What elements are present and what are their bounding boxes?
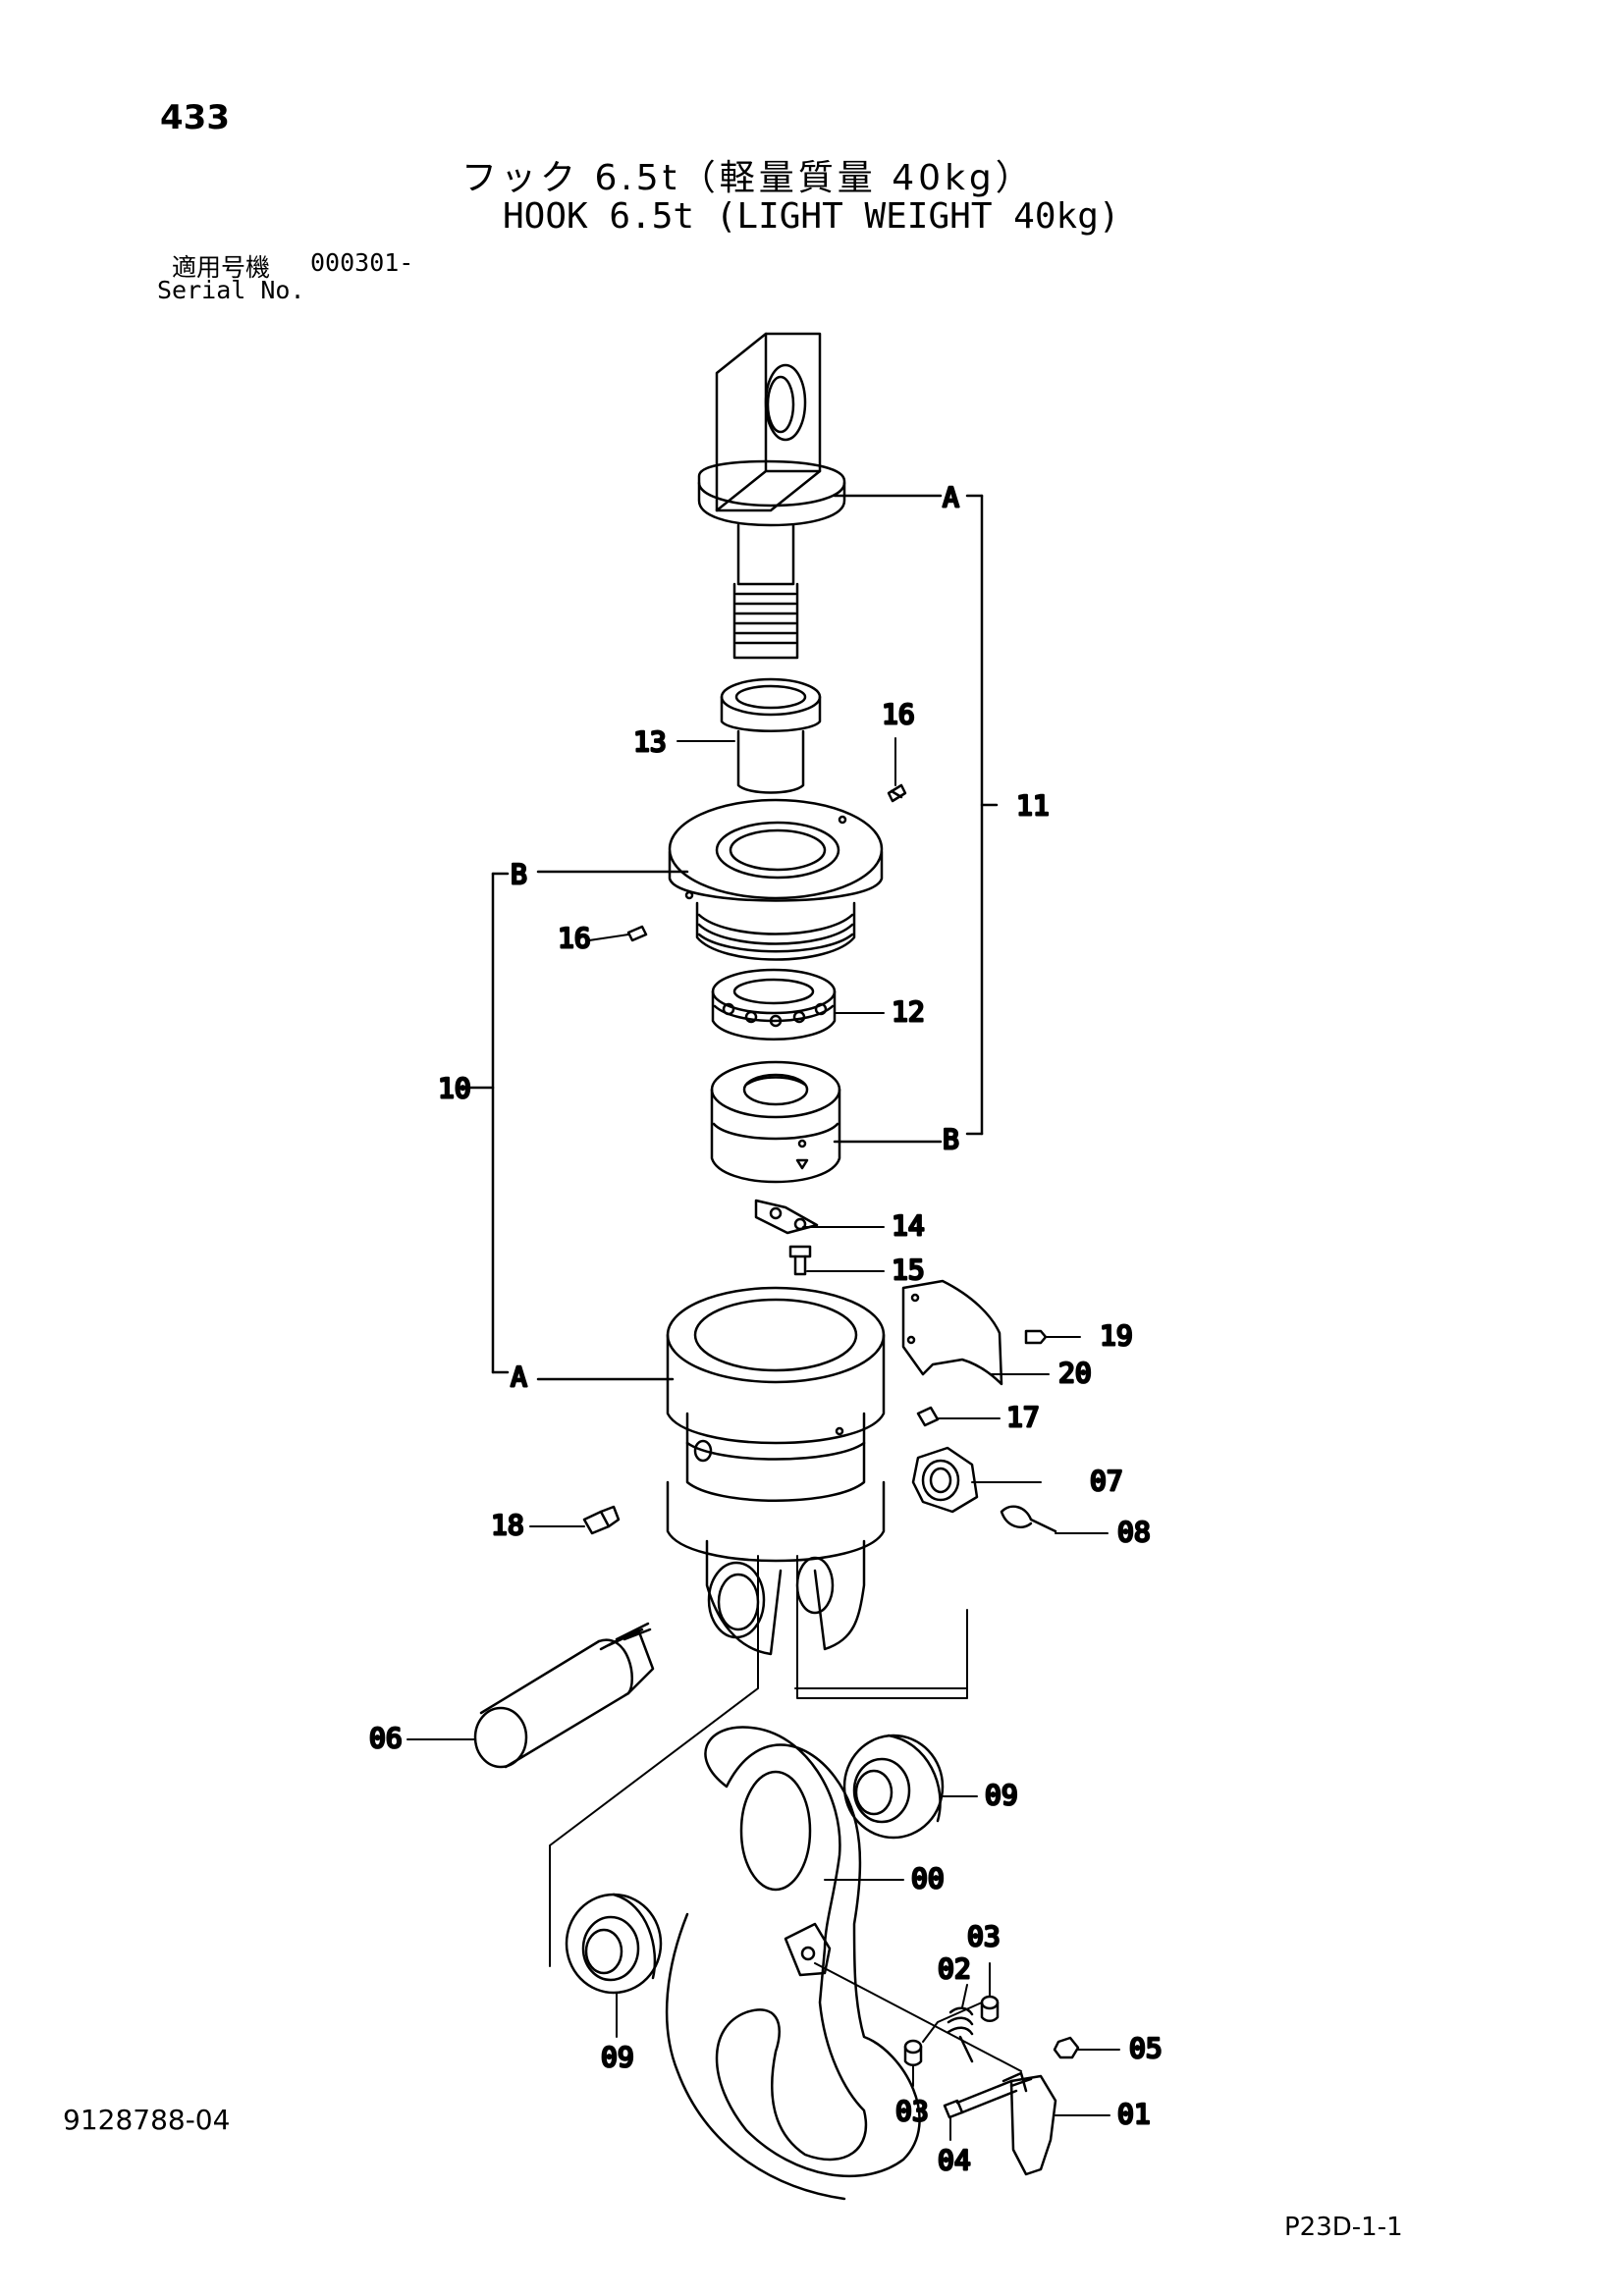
callout-17: 17 xyxy=(1006,1401,1040,1433)
callout-03-lower: 03 xyxy=(895,2095,929,2127)
callout-15: 15 xyxy=(892,1254,925,1286)
part-06-pin xyxy=(473,1622,655,1769)
part-17-plug xyxy=(916,1406,940,1427)
marker-a-top: A xyxy=(943,481,959,513)
callout-19: 19 xyxy=(1100,1319,1133,1352)
bracket-10-lines xyxy=(464,870,689,1381)
callout-09-left: 09 xyxy=(601,2041,634,2073)
callout-01: 01 xyxy=(1117,2098,1151,2130)
callout-03-upper: 03 xyxy=(967,1920,1001,1952)
nut-body xyxy=(710,1060,841,1184)
part-14-lock-plate xyxy=(754,1199,819,1235)
marker-b-top: B xyxy=(511,858,527,890)
part-05-nut xyxy=(1053,2036,1080,2059)
callout-06: 06 xyxy=(369,1722,403,1754)
part-03-bushing-lower xyxy=(903,2039,923,2066)
callout-13: 13 xyxy=(633,725,667,758)
callout-10: 10 xyxy=(438,1072,471,1104)
title-japanese: フック 6.5t（軽量質量 40kg） xyxy=(461,158,1035,198)
part-00-hook xyxy=(665,1726,921,2201)
part-16-set-screw-lower xyxy=(626,925,648,942)
callout-16-upper: 16 xyxy=(882,698,915,730)
serial-label-english: Serial No. xyxy=(157,276,305,304)
latch-guide-lines xyxy=(814,1962,1022,2072)
callout-18: 18 xyxy=(491,1509,524,1541)
callout-00: 00 xyxy=(911,1862,945,1895)
exploded-guide-lines xyxy=(549,1555,968,1967)
part-03-bushing-upper xyxy=(980,1995,1000,2022)
drawing-number: 9128788-04 xyxy=(63,2104,231,2136)
callout-07: 07 xyxy=(1090,1465,1123,1497)
title-english: HOOK 6.5t (LIGHT WEIGHT 40kg) xyxy=(503,196,1120,237)
callout-16-lower: 16 xyxy=(558,922,591,954)
callout-02: 02 xyxy=(938,1952,971,1985)
bracket-11-lines xyxy=(833,494,999,1144)
marker-b-bottom: B xyxy=(943,1123,959,1155)
serial-label-japanese: 適用号機 xyxy=(172,253,271,282)
part-09-washer-right xyxy=(842,1734,945,1840)
callout-04: 04 xyxy=(938,2144,971,2176)
housing-cap xyxy=(668,798,884,961)
main-housing xyxy=(666,1286,886,1656)
figure-reference: P23D-1-1 xyxy=(1284,2213,1403,2242)
part-04-bolt xyxy=(943,2079,1018,2119)
part-15-bolt xyxy=(788,1245,812,1276)
callout-20: 20 xyxy=(1058,1357,1092,1389)
part-13-bushing xyxy=(720,677,822,794)
page-number: 433 xyxy=(160,98,230,137)
part-07-nut xyxy=(911,1446,979,1514)
serial-number-value: 000301- xyxy=(310,248,414,277)
part-08-cotter-pin xyxy=(1000,1505,1057,1533)
leader-lines xyxy=(406,737,1120,2141)
callout-11: 11 xyxy=(1016,789,1050,822)
callout-09-right: 09 xyxy=(985,1779,1018,1811)
callout-12: 12 xyxy=(892,995,925,1028)
callout-08: 08 xyxy=(1117,1516,1151,1548)
marker-a-bottom: A xyxy=(511,1361,527,1393)
callout-05: 05 xyxy=(1129,2032,1163,2064)
part-20-guide-plate xyxy=(901,1279,1003,1386)
part-16-set-screw-upper xyxy=(887,783,907,803)
part-01-latch xyxy=(1001,2071,1057,2176)
part-09-washer-left xyxy=(565,1893,663,1995)
part-12-thrust-bearing xyxy=(711,968,837,1041)
shank-eyebolt xyxy=(697,332,846,660)
part-18-grease-nipple xyxy=(582,1505,621,1535)
callout-14: 14 xyxy=(892,1209,925,1242)
part-19-screw xyxy=(1024,1329,1048,1345)
